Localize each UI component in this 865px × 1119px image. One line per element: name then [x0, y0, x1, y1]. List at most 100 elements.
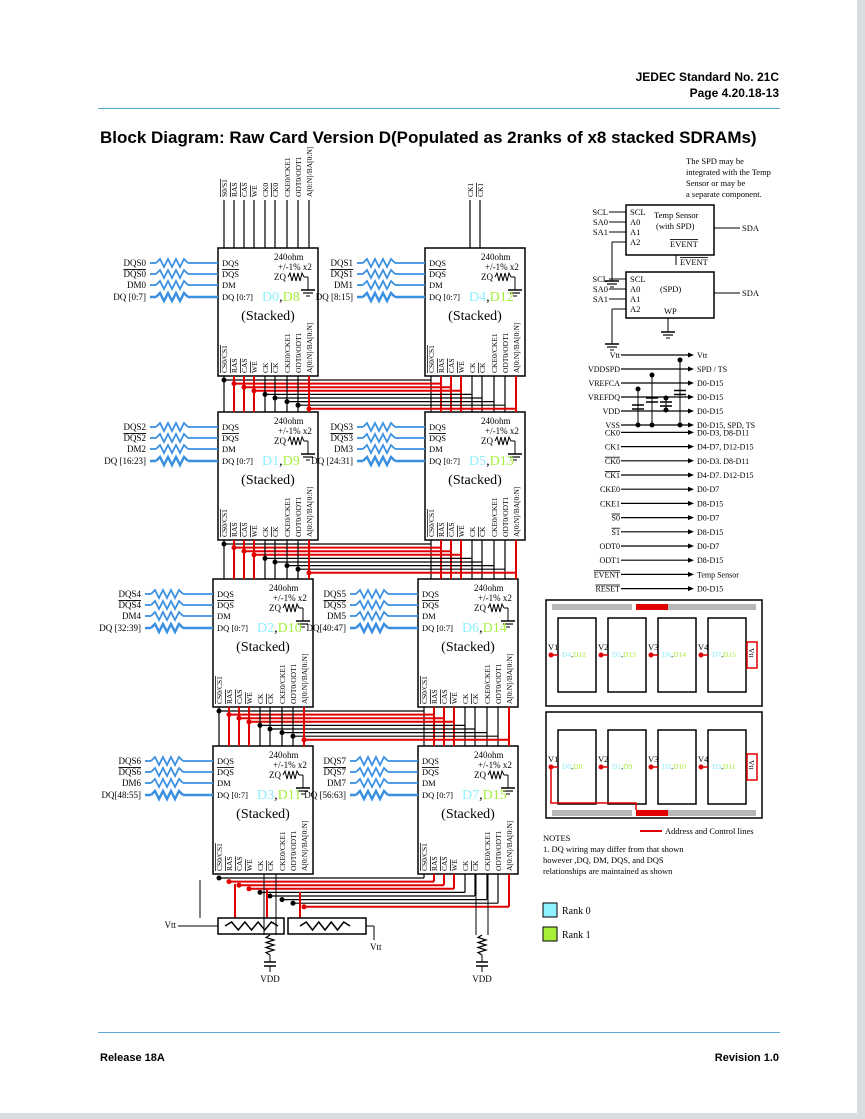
chip-pin-label: DM: [217, 778, 231, 788]
series-resistor-icon: [155, 256, 189, 270]
chip-bottom-pin-label: CK: [478, 362, 487, 373]
event-output-label: EVENT: [680, 257, 709, 267]
rank0-label: D4: [562, 650, 571, 659]
sensor-input-label: SA1: [593, 294, 608, 304]
signal-destination-label: D0-D15: [697, 379, 723, 388]
junction-dot: [279, 730, 285, 736]
chip-bottom-pin-label: RAS: [230, 358, 239, 373]
label-separator: ,: [479, 788, 483, 803]
junction-dot: [231, 545, 237, 551]
chip-bottom-pin-label: CKE0/CKE1: [490, 333, 499, 373]
rank1-label: D10: [673, 762, 686, 771]
chip-bottom-pin-label: WE: [250, 525, 259, 537]
series-resistor-icon: [362, 454, 396, 468]
series-resistor-icon: [155, 278, 189, 292]
chip-pin-label: DQS: [429, 433, 446, 443]
chip-bottom-pin-label: CS0/CS1: [427, 345, 436, 373]
series-resistor-icon: [150, 776, 184, 790]
junction-dot: [301, 904, 307, 910]
wp-pin-label: WP: [664, 306, 677, 316]
chip-bottom-pin-label: RAS: [430, 689, 439, 704]
series-resistor-icon: [150, 765, 184, 779]
note-line: relationships are maintained as shown: [543, 866, 673, 876]
signal-destination-label: D0-D7: [697, 514, 719, 523]
chip-bottom-pin-label: CKE0/CKE1: [490, 497, 499, 537]
chip-bottom-pin-label: ODT0/ODT1: [501, 496, 510, 537]
junction-dot: [241, 384, 247, 390]
junction-dot: [236, 715, 242, 721]
chip-pin-label: DM: [429, 280, 443, 290]
dimm-edge: [668, 810, 756, 816]
arrow-head-icon: [688, 472, 694, 478]
zq-resistor-tolerance: +/-1% x2: [278, 262, 312, 272]
zq-resistor-value: 240ohm: [274, 252, 304, 262]
label-separator: ,: [279, 454, 283, 469]
resistor-icon: [224, 920, 279, 932]
junction-dot: [216, 708, 222, 714]
rank0-chip-label: D3: [257, 788, 274, 803]
sda-label: SDA: [742, 288, 760, 298]
rank0-label: D2: [662, 762, 671, 771]
series-resistor-icon: [155, 290, 189, 304]
chip-bottom-pin-label: A[0:N]/BA[0:N]: [300, 821, 309, 871]
signal-dqsn-label: DQS4: [118, 600, 141, 610]
zq-pin-label: ZQ: [274, 436, 286, 446]
signal-destination-label: D0-D7: [697, 542, 719, 551]
page-number: Page 4.20.18-13: [689, 86, 779, 100]
sensor-pin-label: A2: [630, 237, 640, 247]
chip-pin-label: DQ [0:7]: [429, 292, 460, 302]
sdram-chip: [424, 411, 526, 541]
chip-pin-label: DQS: [217, 600, 234, 610]
chip-bottom-pin-label: ODT0/ODT1: [494, 663, 503, 704]
top-pin-label: WE: [250, 185, 259, 197]
signal-source-label: Vtt: [610, 351, 621, 360]
label-separator: ,: [279, 290, 283, 305]
rank1-chip-label: D9: [283, 454, 300, 469]
resistor-icon: [263, 934, 277, 956]
spd-chip: [625, 271, 715, 319]
stacked-label: (Stacked): [241, 309, 295, 324]
junction-dot: [251, 388, 257, 394]
junction-dot: [241, 548, 247, 554]
chip-bottom-pin-label: CS0/CS1: [220, 345, 229, 373]
rank0-swatch: [542, 902, 558, 918]
rank0-chip-label: D1: [262, 454, 279, 469]
legend-address-control: Address and Control lines: [665, 826, 754, 836]
chip-bottom-pin-label: CK: [271, 362, 280, 373]
dimm-chip-label: D0,D8: [562, 762, 582, 771]
sdram-chip: [417, 745, 519, 875]
rank0-chip-label: D6: [462, 621, 479, 636]
chip-bottom-pin-label: ODT0/ODT1: [289, 663, 298, 704]
chip-bottom-pin-label: A[0:N]/BA[0:N]: [300, 654, 309, 704]
chip-bottom-pin-label: WE: [450, 859, 459, 871]
rank0-label: D6: [662, 650, 671, 659]
chip-bottom-pin-label: CK: [468, 526, 477, 537]
chip-pin-label: DQ [0:7]: [217, 790, 248, 800]
signal-dqsn-label: DQS3: [330, 433, 353, 443]
top-pin-label: ODT0/ODT1: [294, 156, 303, 197]
chip-pin-label: DM: [422, 611, 436, 621]
chip-bottom-pin-label: CS0/CS1: [427, 509, 436, 537]
page-title: Block Diagram: Raw Card Version D(Popula…: [100, 128, 757, 147]
zq-resistor-icon: [494, 271, 512, 282]
label-separator: ,: [274, 788, 278, 803]
via-label: V2: [598, 754, 608, 764]
sensor-pin-label: A1: [630, 294, 640, 304]
sdram-chip: [217, 411, 319, 541]
chip-bottom-pin-label: WE: [250, 361, 259, 373]
sdram-chip: [217, 247, 319, 377]
chip-bottom-pin-label: CKE0/CKE1: [278, 664, 287, 704]
chip-pin-label: DM: [222, 444, 236, 454]
signal-dqsn-label: DQS1: [330, 269, 353, 279]
chip-pin-label: DQ [0:7]: [422, 623, 453, 633]
top-pin-label: A[0:N]/BA[0:N]: [305, 147, 314, 197]
chip-bottom-pin-label: RAS: [430, 856, 439, 871]
temp-sensor-name: Temp Sensor: [654, 210, 699, 220]
signal-dq-label: DQ [8:15]: [316, 292, 353, 302]
series-resistor-icon: [362, 420, 396, 434]
dimm-chip-label: D6,D14: [662, 650, 686, 659]
junction-dot: [262, 391, 268, 397]
top-pin-label: CK0: [261, 183, 270, 197]
rank1-chip-label: D15: [483, 788, 507, 803]
chip-bottom-pin-label: CAS: [240, 522, 249, 537]
